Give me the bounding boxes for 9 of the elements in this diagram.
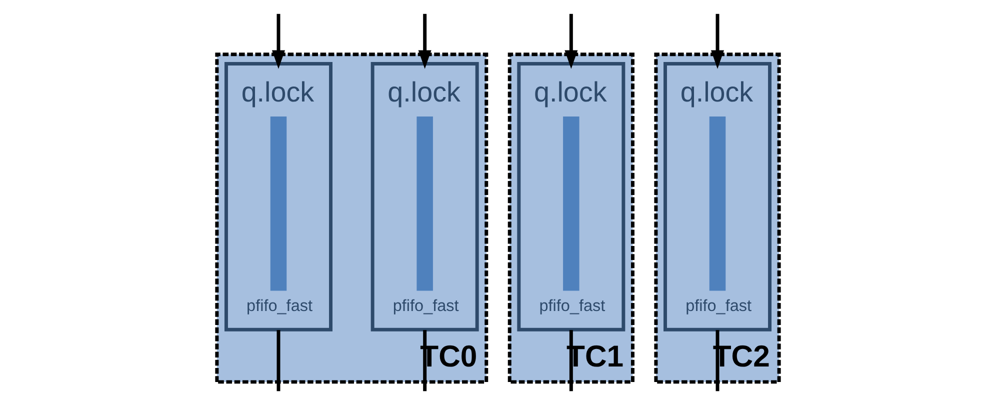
node-box: q.lock pfifo_fast (663, 62, 772, 332)
arrow (418, 14, 431, 69)
connector (276, 330, 280, 392)
node-box: q.lock pfifo_fast (370, 62, 478, 332)
arrow (710, 14, 724, 69)
node-box: q.lock pfifo_fast (224, 62, 332, 332)
arrow (271, 14, 285, 69)
node-box: q.lock pfifo_fast (516, 62, 625, 332)
arrow (564, 14, 578, 69)
